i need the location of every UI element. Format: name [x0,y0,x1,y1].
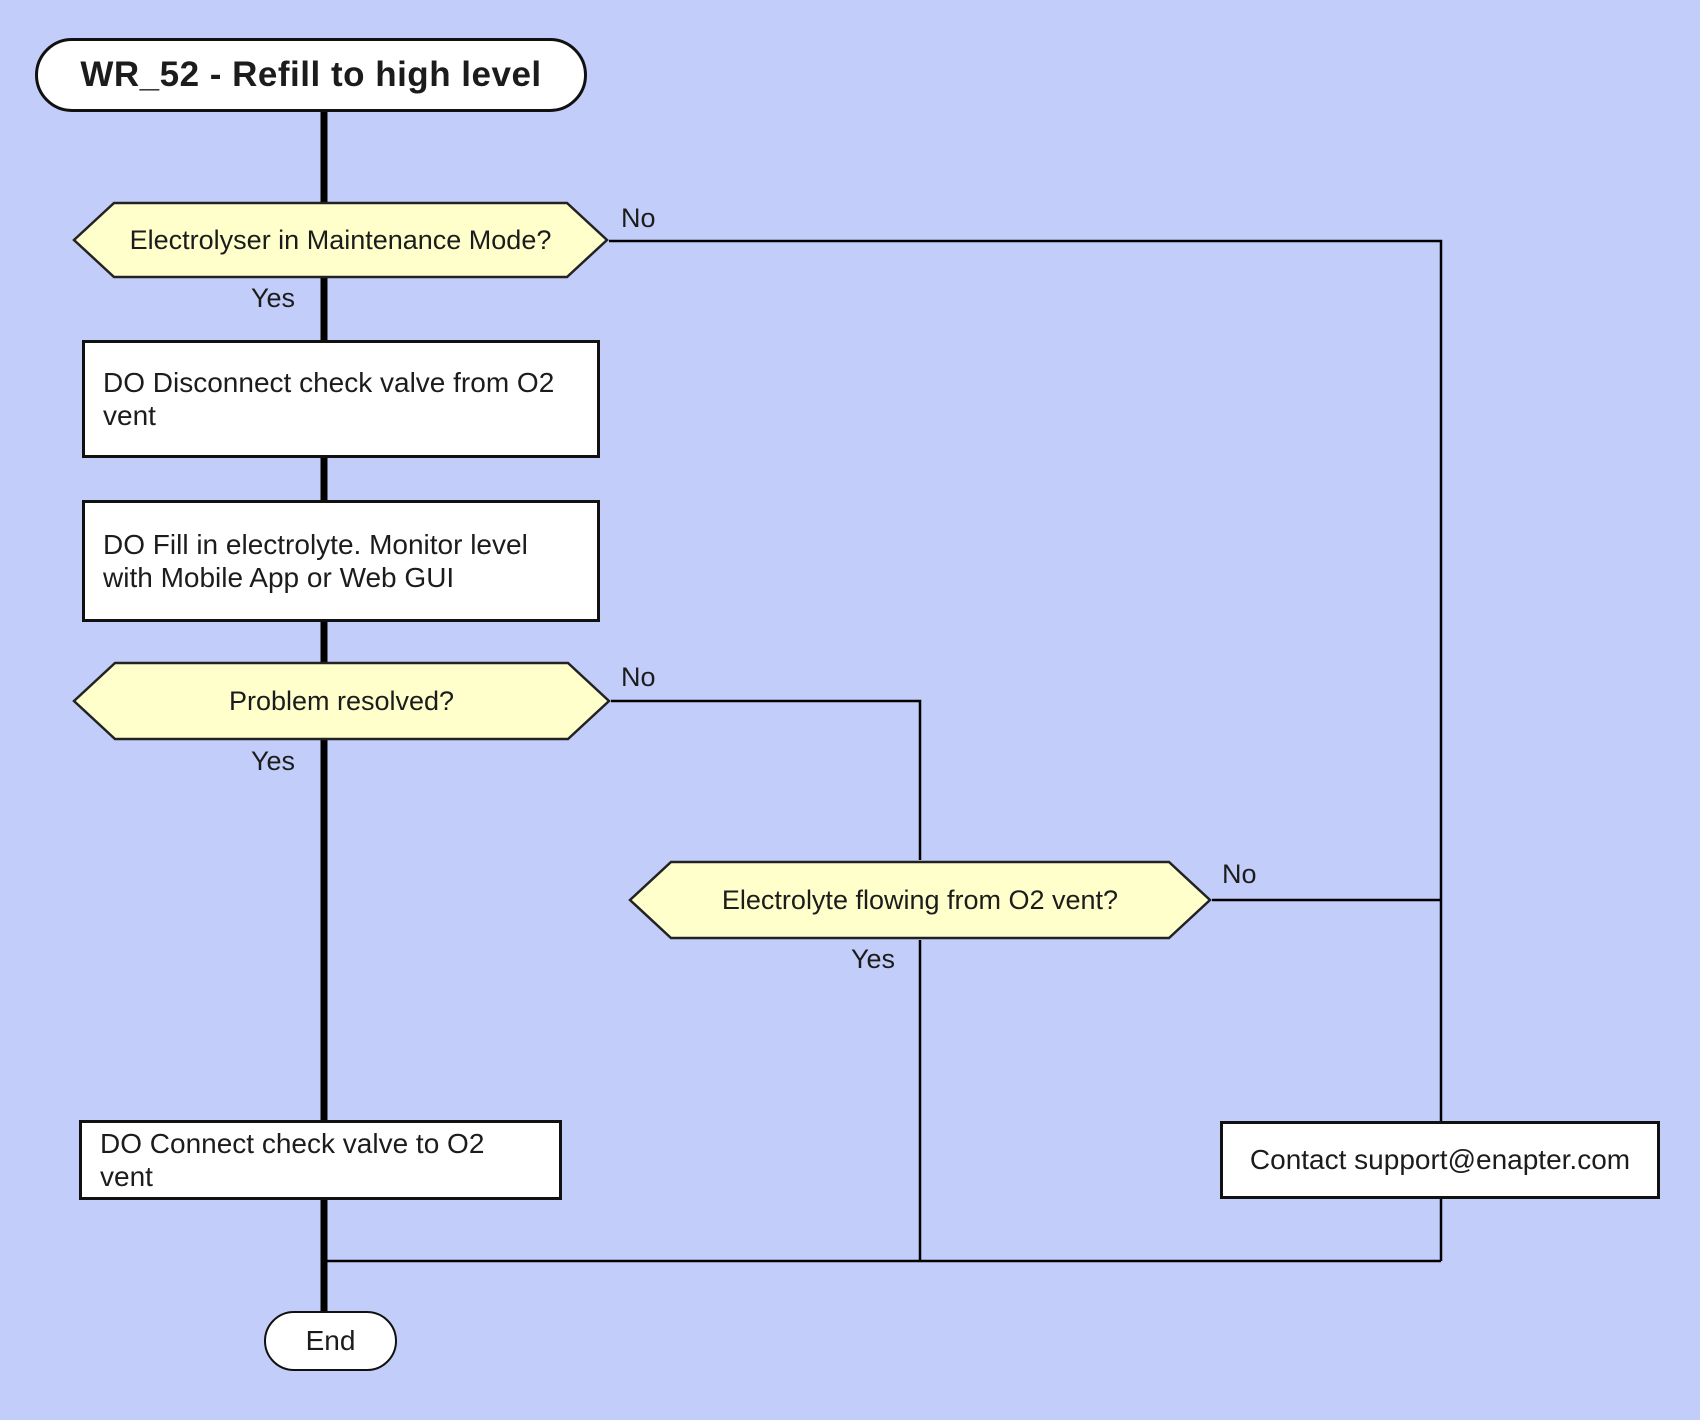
contact-support-label: Contact support@enapter.com [1249,1144,1631,1176]
end-node: End [264,1311,397,1371]
decision-flowing-label: Electrolyte flowing from O2 vent? [721,884,1119,915]
edge-label-flowing-no: No [1222,859,1257,889]
edge-label-maintenance-yes: Yes [251,283,296,313]
decision-maintenance-label: Electrolyser in Maintenance Mode? [129,224,552,255]
edge-label-resolved-no: No [621,662,656,692]
edge-label-maintenance-no: No [621,203,656,233]
process-fill-label: DO Fill in electrolyte. Monitor level wi… [103,528,528,593]
edge-label-resolved-yes: Yes [251,746,296,776]
hexagon-shape [72,201,609,279]
branch-lines [324,239,1443,1263]
decision-resolved-label: Problem resolved? [228,685,455,716]
process-fill-electrolyte: DO Fill in electrolyte. Monitor level wi… [82,500,600,622]
start-node-label: WR_52 - Refill to high level [80,55,542,94]
decision-problem-resolved: Problem resolved? [72,661,611,741]
process-disconnect-check-valve: DO Disconnect check valve from O2 vent [82,340,600,458]
process-disconnect-label: DO Disconnect check valve from O2 vent [103,366,555,431]
contact-support-node: Contact support@enapter.com [1220,1121,1660,1199]
process-connect-check-valve: DO Connect check valve to O2 vent [79,1120,562,1200]
decision-maintenance-mode: Electrolyser in Maintenance Mode? [72,201,609,279]
decision-electrolyte-flowing: Electrolyte flowing from O2 vent? [628,860,1212,940]
edge-label-flowing-yes: Yes [851,944,896,974]
end-node-label: End [305,1325,356,1356]
hexagon-shape [72,661,611,741]
process-connect-label: DO Connect check valve to O2 vent [100,1127,485,1192]
start-node: WR_52 - Refill to high level [35,38,587,112]
hexagon-shape [628,860,1212,940]
